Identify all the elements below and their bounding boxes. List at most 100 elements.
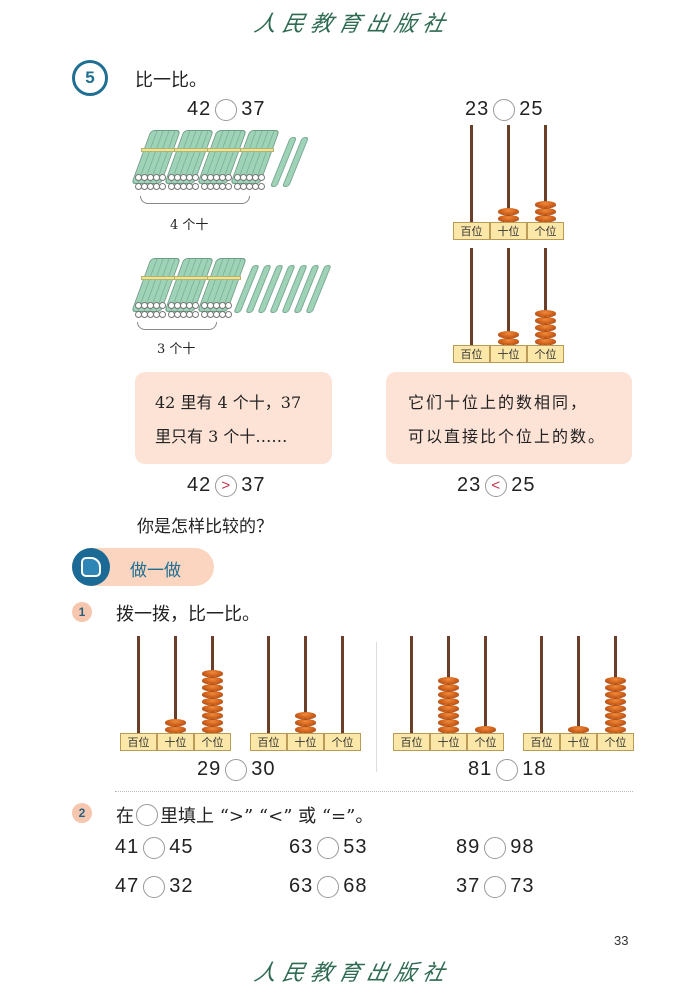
abacus-bead-icon[interactable]: [202, 726, 223, 733]
abacus-rod[interactable]: [304, 636, 307, 733]
compare-circle[interactable]: [317, 875, 340, 898]
abacus-bead-icon[interactable]: [438, 684, 459, 691]
abacus-bead-icon[interactable]: [438, 698, 459, 705]
abacus-bead-icon[interactable]: [202, 684, 223, 691]
abacus-bead-icon[interactable]: [202, 705, 223, 712]
abacus-rod[interactable]: [410, 636, 413, 733]
abacus-rod[interactable]: [577, 636, 580, 733]
abacus-rod[interactable]: [507, 125, 510, 222]
abacus-bead-icon[interactable]: [535, 338, 556, 345]
compare-circle[interactable]: [143, 875, 166, 898]
abacus-bead-icon[interactable]: [438, 677, 459, 684]
compare-circle[interactable]: [143, 836, 166, 859]
abacus-rod[interactable]: [137, 636, 140, 733]
number-a: 23: [457, 474, 482, 496]
abacus-bead-icon[interactable]: [438, 691, 459, 698]
place-value-labels: 百位十位个位: [393, 733, 504, 751]
compare-circle[interactable]: [225, 758, 248, 781]
abacus-29: 百位十位个位: [120, 636, 231, 751]
abacus-bead-icon[interactable]: [605, 677, 626, 684]
abacus-bead-icon[interactable]: [535, 331, 556, 338]
abacus-bead-icon[interactable]: [605, 691, 626, 698]
abacus-rod[interactable]: [544, 248, 547, 345]
abacus-bead-icon[interactable]: [605, 712, 626, 719]
compare-circle[interactable]: [484, 875, 507, 898]
bubble-line: 可以直接比个位上的数。: [408, 427, 607, 446]
bubble-line: 42 里有 4 个十，37: [155, 393, 302, 412]
abacus-bead-icon[interactable]: [535, 310, 556, 317]
compare-circle[interactable]: [496, 758, 519, 781]
place-label: 十位: [430, 733, 467, 751]
compare-29-30: 29 30: [197, 758, 276, 781]
compare-circle[interactable]: [317, 836, 340, 859]
place-label: 个位: [324, 733, 361, 751]
abacus-bead-icon[interactable]: [605, 719, 626, 726]
abacus-bead-icon[interactable]: [202, 719, 223, 726]
abacus-bead-icon[interactable]: [605, 698, 626, 705]
section-title: 比一比。: [135, 70, 207, 91]
question-2-text: 在 里填上 “>” “<” 或 “=”。: [116, 802, 373, 828]
abacus-rod[interactable]: [540, 636, 543, 733]
abacus-rod[interactable]: [507, 248, 510, 345]
abacus-bead-icon[interactable]: [438, 705, 459, 712]
abacus-rod[interactable]: [341, 636, 344, 733]
abacus-bead-icon[interactable]: [202, 670, 223, 677]
bundle-label-4-tens: 4 个十: [170, 218, 209, 233]
abacus-bead-icon[interactable]: [498, 208, 519, 215]
place-label: 百位: [523, 733, 560, 751]
abacus-rod[interactable]: [544, 125, 547, 222]
question-number-1: 1: [72, 602, 92, 622]
abacus-bead-icon[interactable]: [535, 317, 556, 324]
abacus-bead-icon[interactable]: [295, 726, 316, 733]
abacus-bead-icon[interactable]: [535, 208, 556, 215]
ten-stick-bundle-icon: [131, 258, 181, 320]
abacus-bead-icon[interactable]: [438, 712, 459, 719]
abacus-bead-icon[interactable]: [605, 705, 626, 712]
abacus-bead-icon[interactable]: [438, 726, 459, 733]
abacus-bead-icon[interactable]: [202, 691, 223, 698]
ten-stick-bundle-icon: [164, 130, 214, 192]
abacus-23: 百位十位个位: [453, 125, 564, 240]
abacus-bead-icon[interactable]: [535, 215, 556, 222]
section-number-badge: 5: [72, 60, 108, 96]
abacus-bead-icon[interactable]: [202, 712, 223, 719]
abacus-rod[interactable]: [484, 636, 487, 733]
abacus-bead-icon[interactable]: [295, 712, 316, 719]
compare-81-18: 81 18: [468, 758, 547, 781]
bubble-line: 里只有 3 个十……: [155, 427, 288, 446]
abacus-bead-icon[interactable]: [438, 719, 459, 726]
abacus-rod[interactable]: [174, 636, 177, 733]
hint-bubble-right: 它们十位上的数相同， 可以直接比个位上的数。: [386, 372, 632, 464]
compare-circle[interactable]: [215, 98, 238, 121]
abacus-bead-icon[interactable]: [202, 698, 223, 705]
abacus-bead-icon[interactable]: [498, 215, 519, 222]
abacus-bead-icon[interactable]: [605, 726, 626, 733]
number-b: 53: [343, 836, 368, 858]
number-b: 73: [510, 875, 535, 897]
ten-stick-bundle-icon: [197, 258, 247, 320]
compare-circle[interactable]: [493, 98, 516, 121]
ten-stick-bundle-icon: [164, 258, 214, 320]
brace: [137, 322, 217, 330]
abacus-bead-icon[interactable]: [605, 684, 626, 691]
number-a: 47: [115, 875, 140, 897]
abacus-bead-icon[interactable]: [165, 726, 186, 733]
abacus-rod[interactable]: [470, 125, 473, 222]
abacus-bead-icon[interactable]: [165, 719, 186, 726]
abacus-rod[interactable]: [267, 636, 270, 733]
abacus-bead-icon[interactable]: [475, 726, 496, 733]
abacus-bead-icon[interactable]: [498, 338, 519, 345]
reflection-prompt: 你是怎样比较的？: [137, 517, 273, 537]
abacus-bead-icon[interactable]: [498, 331, 519, 338]
abacus-rod[interactable]: [470, 248, 473, 345]
abacus-bead-icon[interactable]: [202, 677, 223, 684]
number-b: 37: [241, 98, 266, 120]
abacus-bead-icon[interactable]: [295, 719, 316, 726]
abacus-bead-icon[interactable]: [568, 726, 589, 733]
abacus-bead-icon[interactable]: [535, 201, 556, 208]
abacus-bead-icon[interactable]: [535, 324, 556, 331]
answer-42-gt-37: 42 > 37: [187, 474, 266, 497]
compare-circle[interactable]: [484, 836, 507, 859]
